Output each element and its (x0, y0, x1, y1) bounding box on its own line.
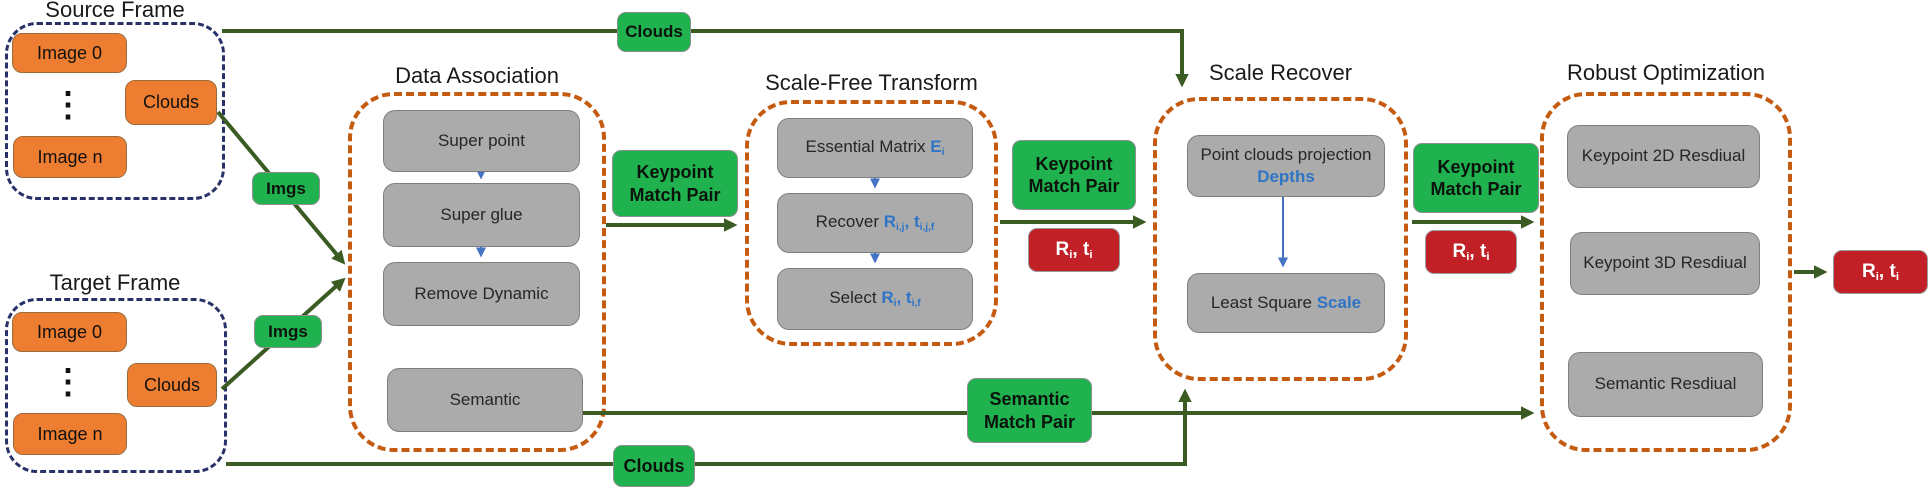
least-square-scale-box: Least Square Scale (1187, 273, 1385, 333)
target-ellipsis: ⋮ (51, 363, 85, 401)
scale-free-transform-title: Scale-Free Transform (765, 70, 978, 95)
scale-recover-section (1153, 97, 1408, 381)
clouds-bottom-text: Clouds (623, 455, 685, 476)
point-clouds-projection-box: Point clouds projection Depths (1187, 135, 1385, 197)
keypoint-3d-residual-box: Keypoint 3D Resdiual (1570, 232, 1760, 295)
robust-optimization-section (1540, 92, 1792, 452)
rt-formula: Ri, ti (1452, 240, 1490, 264)
least-square-scale-label: Least Square Scale (1210, 292, 1362, 312)
semantic-residual-box: Semantic Resdiual (1568, 352, 1763, 417)
super-glue-box: Super glue (383, 183, 580, 247)
target-clouds-box: Clouds (127, 363, 217, 407)
remove-dynamic-label: Remove Dynamic (414, 283, 549, 303)
imgs-target-label: Imgs (254, 315, 322, 348)
data-association-title: Data Association (395, 63, 559, 88)
target-image-n-label: Image n (37, 423, 103, 444)
keypoint-match-pair-text-2: Keypoint Match Pair (1028, 153, 1120, 197)
source-image-0-label: Image 0 (36, 42, 103, 63)
semantic-residual-label: Semantic Resdiual (1594, 374, 1737, 394)
super-point-label: Super point (438, 130, 525, 150)
rt-output-box-final: Ri, ti (1833, 250, 1928, 294)
super-point-box: Super point (383, 110, 580, 172)
scale-free-transform-section (745, 100, 998, 346)
select-rt-label: Select Ri, ti,f (829, 288, 921, 310)
semantic-match-pair-text: Semantic Match Pair (983, 389, 1076, 432)
recover-rt-box: Recover Ri,j, ti,j,f (777, 193, 973, 253)
target-clouds-label: Clouds (143, 374, 201, 395)
source-image-n-box: Image n (13, 136, 127, 178)
rt-output-box-2: Ri, ti (1425, 230, 1517, 274)
clouds-top-text: Clouds (625, 22, 683, 42)
semantic-label: Semantic (449, 389, 521, 409)
semantic-match-pair-label: Semantic Match Pair (967, 378, 1092, 443)
recover-rt-label: Recover Ri,j, ti,j,f (815, 212, 935, 234)
remove-dynamic-box: Remove Dynamic (383, 262, 580, 326)
select-rt-box: Select Ri, ti,f (777, 268, 973, 330)
keypoint-2d-residual-label: Keypoint 2D Resdiual (1581, 146, 1746, 166)
target-image-n-box: Image n (13, 413, 127, 455)
keypoint-match-pair-label-3: Keypoint Match Pair (1413, 143, 1539, 213)
source-clouds-box: Clouds (125, 80, 217, 125)
imgs-target-text: Imgs (268, 321, 308, 341)
rt-formula: Ri, ti (1862, 260, 1899, 284)
essential-matrix-label: Essential Matrix Ei (805, 137, 945, 159)
keypoint-match-pair-label-2: Keypoint Match Pair (1012, 140, 1136, 210)
source-ellipsis: ⋮ (51, 86, 85, 124)
imgs-source-label: Imgs (252, 172, 320, 205)
rt-formula: Ri, ti (1055, 238, 1093, 262)
clouds-bottom-label: Clouds (613, 445, 695, 487)
semantic-box: Semantic (387, 368, 583, 432)
target-image-0-label: Image 0 (36, 321, 103, 342)
source-clouds-label: Clouds (142, 92, 200, 112)
super-glue-label: Super glue (440, 204, 523, 224)
source-frame-title: Source Frame (45, 0, 185, 22)
essential-matrix-box: Essential Matrix Ei (777, 118, 973, 178)
rt-output-box-1: Ri, ti (1028, 228, 1120, 272)
source-image-0-box: Image 0 (12, 33, 127, 73)
robust-optimization-title: Robust Optimization (1566, 60, 1766, 85)
imgs-source-text: Imgs (266, 178, 306, 198)
clouds-top-label: Clouds (617, 12, 691, 52)
point-clouds-projection-label: Point clouds projection Depths (1200, 144, 1372, 186)
keypoint-2d-residual-box: Keypoint 2D Resdiual (1567, 125, 1760, 188)
target-image-0-box: Image 0 (12, 312, 127, 352)
keypoint-3d-residual-label: Keypoint 3D Resdiual (1583, 253, 1747, 273)
keypoint-match-pair-label-1: Keypoint Match Pair (612, 150, 738, 217)
source-image-n-label: Image n (37, 146, 103, 167)
keypoint-match-pair-text-3: Keypoint Match Pair (1430, 156, 1522, 200)
scale-recover-title: Scale Recover (1208, 60, 1353, 85)
keypoint-match-pair-text-1: Keypoint Match Pair (629, 162, 721, 205)
target-frame-title: Target Frame (49, 270, 181, 295)
